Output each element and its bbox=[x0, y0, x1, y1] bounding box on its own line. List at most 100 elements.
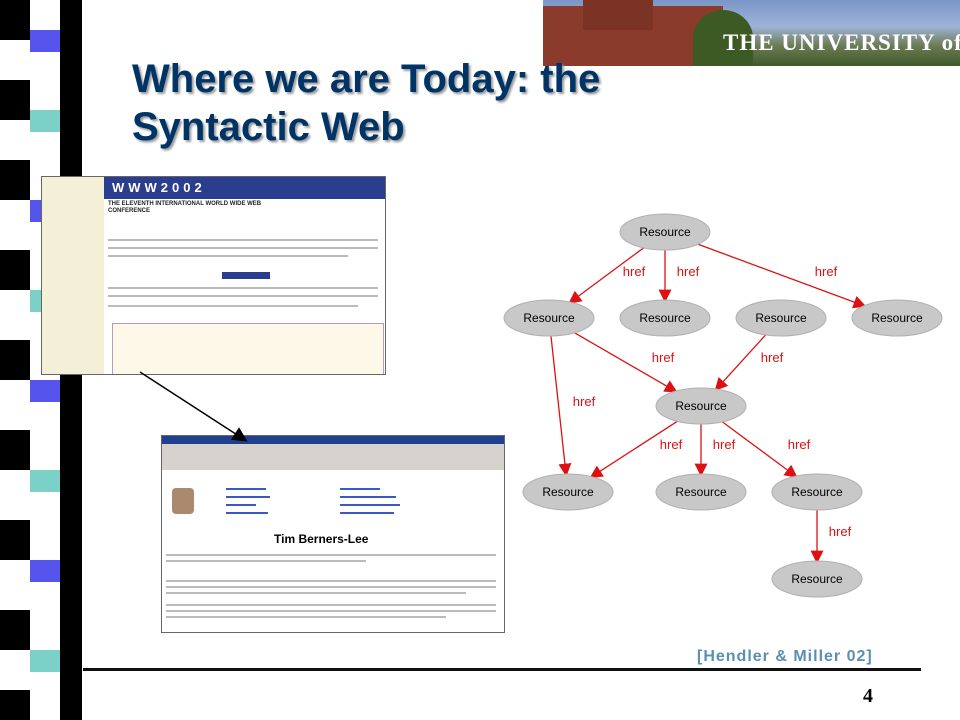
strip-block bbox=[0, 520, 30, 560]
resource-node-shape bbox=[503, 299, 595, 337]
resource-label: Resource bbox=[791, 572, 843, 586]
tbl-text-line bbox=[166, 580, 496, 582]
tbl-window-titlebar bbox=[162, 436, 504, 444]
resource-node: Resource bbox=[771, 560, 863, 598]
href-edge: href bbox=[714, 334, 784, 392]
resource-node: Resource bbox=[619, 299, 711, 337]
strip-block bbox=[0, 340, 30, 380]
www2002-subtitle: THE ELEVENTH INTERNATIONAL WORLD WIDE WE… bbox=[108, 201, 262, 214]
strip-block bbox=[0, 80, 30, 120]
tbl-contents-link bbox=[226, 504, 256, 506]
resource-node-shape bbox=[851, 299, 943, 337]
href-edge: href bbox=[589, 420, 683, 479]
href-edge: href bbox=[810, 510, 852, 564]
href-label: href bbox=[652, 350, 675, 365]
tbl-seealso-link bbox=[340, 504, 400, 506]
resource-label: Resource bbox=[675, 399, 727, 413]
href-label: href bbox=[829, 524, 852, 539]
resource-label: Resource bbox=[871, 311, 923, 325]
resource-label: Resource bbox=[542, 485, 594, 499]
tbl-text-line bbox=[166, 610, 496, 612]
www2002-text-line bbox=[108, 247, 378, 249]
resource-label: Resource bbox=[791, 485, 843, 499]
resource-label: Resource bbox=[675, 485, 727, 499]
tbl-seealso-link bbox=[340, 488, 380, 490]
href-edge-line bbox=[714, 334, 767, 392]
tbl-text-line bbox=[166, 554, 496, 556]
href-edge: href bbox=[721, 421, 811, 478]
footer-rule bbox=[83, 668, 921, 671]
href-edge-line bbox=[550, 335, 572, 477]
tree-image bbox=[693, 10, 753, 66]
tbl-browser-toolbar bbox=[162, 444, 504, 470]
resource-node-shape bbox=[619, 299, 711, 337]
strip-block bbox=[30, 30, 60, 52]
www2002-text-line bbox=[108, 295, 378, 297]
resource-node-shape bbox=[619, 213, 711, 251]
href-edge-line bbox=[589, 420, 678, 479]
href-edge: href bbox=[694, 424, 736, 477]
resource-node-shape bbox=[771, 473, 863, 511]
href-edge-line bbox=[568, 247, 645, 304]
href-edge: href bbox=[658, 250, 700, 303]
www2002-header: WWW2002 bbox=[104, 177, 385, 199]
slide-title-line-1: Where we are Today: the bbox=[132, 57, 601, 101]
university-logo-text: THE UNIVERSITY of York bbox=[723, 30, 960, 55]
strip-block bbox=[0, 610, 30, 650]
resource-node: Resource bbox=[655, 387, 747, 425]
tbl-contents-link bbox=[226, 488, 266, 490]
resource-label: Resource bbox=[755, 311, 807, 325]
resource-node-shape bbox=[771, 560, 863, 598]
strip-block bbox=[0, 250, 30, 290]
slide-title: Where we are Today: the Syntactic Web bbox=[132, 55, 600, 151]
href-edge-line bbox=[721, 421, 798, 478]
tbl-seealso-link bbox=[340, 496, 396, 498]
strip-block bbox=[30, 110, 60, 132]
www2002-text-line bbox=[108, 255, 348, 257]
strip-block bbox=[30, 650, 60, 672]
building-tower-image bbox=[583, 0, 653, 30]
href-label: href bbox=[761, 350, 784, 365]
strip-block bbox=[0, 160, 30, 200]
www2002-register-button bbox=[222, 272, 270, 279]
resource-node: Resource bbox=[619, 213, 711, 251]
resource-node-shape bbox=[735, 299, 827, 337]
resource-label: Resource bbox=[639, 311, 691, 325]
resource-node: Resource bbox=[771, 473, 863, 511]
page-number: 4 bbox=[863, 685, 873, 707]
href-edge: href bbox=[697, 243, 867, 309]
resource-node: Resource bbox=[655, 473, 747, 511]
www2002-speakers-box bbox=[112, 323, 384, 374]
href-edge: href bbox=[550, 335, 596, 477]
resource-node: Resource bbox=[503, 299, 595, 337]
tbl-contents-link bbox=[226, 496, 270, 498]
href-edge-line bbox=[574, 332, 678, 393]
www2002-text-line bbox=[108, 239, 378, 241]
tbl-contents-link bbox=[226, 512, 268, 514]
strip-block bbox=[0, 690, 30, 720]
www2002-text-line bbox=[108, 287, 378, 289]
www2002-text-line bbox=[108, 305, 358, 307]
tbl-text-line bbox=[166, 560, 366, 562]
tbl-text-line bbox=[166, 586, 496, 588]
www2002-sidebar bbox=[42, 177, 104, 374]
tbl-text-line bbox=[166, 592, 466, 594]
strip-block bbox=[30, 560, 60, 582]
href-label: href bbox=[713, 437, 736, 452]
citation: [Hendler & Miller 02] bbox=[697, 648, 873, 665]
resource-node: Resource bbox=[522, 473, 614, 511]
href-edge: href bbox=[568, 247, 646, 304]
href-label: href bbox=[660, 437, 683, 452]
strip-block bbox=[30, 380, 60, 402]
strip-block bbox=[0, 430, 30, 470]
strip-block bbox=[30, 470, 60, 492]
university-banner: THE UNIVERSITY of York bbox=[543, 0, 960, 66]
www2002-screenshot: WWW2002 THE ELEVENTH INTERNATIONAL WORLD… bbox=[41, 176, 386, 375]
resource-node-shape bbox=[522, 473, 614, 511]
tbl-photo bbox=[172, 488, 194, 514]
href-label: href bbox=[788, 437, 811, 452]
href-label: href bbox=[623, 264, 646, 279]
href-label: href bbox=[573, 394, 596, 409]
tbl-text-line bbox=[166, 616, 446, 618]
